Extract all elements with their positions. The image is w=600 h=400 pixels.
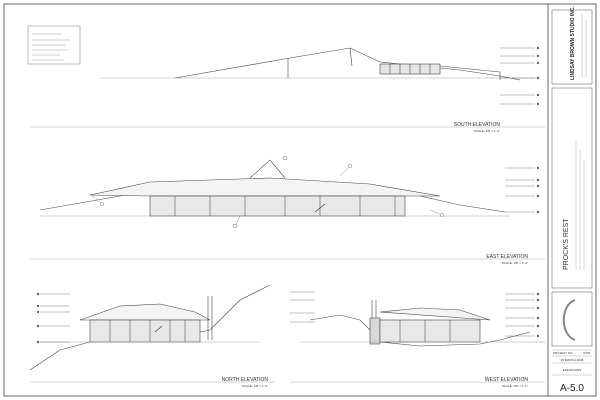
west-elevation-scale: SCALE: 1/8" = 1'-0": [502, 384, 528, 388]
south-elevation-scale: SCALE: 1/8" = 1'-0": [474, 129, 500, 133]
south-elevation: [30, 46, 545, 128]
north-elevation-scale: SCALE: 1/8" = 1'-0": [242, 384, 268, 388]
firm-logo-mark: [562, 299, 576, 341]
drawing-title: ELEVATIONS: [563, 368, 581, 372]
title-block: LINDSAY BROWN STUDIO INC. PROCK'S REST P…: [551, 5, 593, 394]
legend-box: [27, 25, 81, 65]
east-elevation-scale: SCALE: 1/8" = 1'-0": [502, 261, 528, 265]
project-number-label: PROJECT NO.: [553, 351, 573, 355]
south-elevation-title: SOUTH ELEVATION: [454, 122, 501, 128]
north-elevation: [29, 284, 315, 383]
project-name: PROCK'S REST: [563, 218, 570, 270]
sheet-number: A-5.0: [560, 383, 584, 394]
sheet-date: 25 MARCH 2008: [561, 358, 584, 362]
west-elevation-title: WEST ELEVATION: [485, 377, 528, 383]
west-elevation: [290, 292, 545, 383]
project-number: 0708: [583, 351, 590, 355]
firm-name: LINDSAY BROWN STUDIO INC.: [570, 5, 576, 80]
east-elevation: [30, 155, 545, 260]
north-elevation-title: NORTH ELEVATION: [222, 377, 269, 383]
east-elevation-title: EAST ELEVATION: [486, 254, 528, 260]
